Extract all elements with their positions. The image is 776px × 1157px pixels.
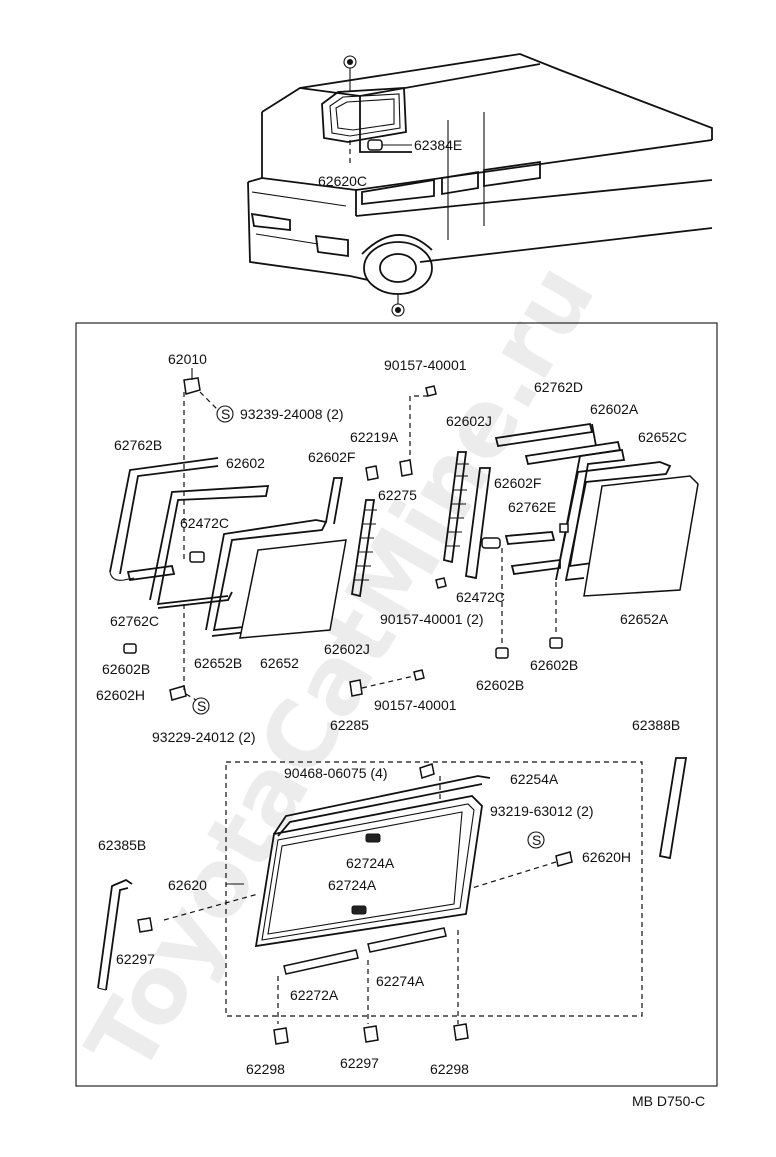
- label-62652B: 62652B: [194, 655, 242, 671]
- label-62652A: 62652A: [620, 611, 669, 627]
- label-62602H: 62602H: [96, 687, 145, 703]
- label-62472C-left: 62472C: [180, 515, 229, 531]
- label-62010: 62010: [168, 351, 207, 367]
- label-62385B: 62385B: [98, 837, 146, 853]
- label-62620C: 62620C: [318, 173, 367, 189]
- label-62620H: 62620H: [582, 849, 631, 865]
- label-62272A: 62272A: [290, 987, 339, 1003]
- label-62652: 62652: [260, 655, 299, 671]
- label-62472C-right: 62472C: [456, 589, 505, 605]
- right-window-assembly: [494, 422, 699, 649]
- label-62388B: 62388B: [632, 717, 680, 733]
- label-62602A: 62602A: [590, 401, 639, 417]
- label-62602J-bottom: 62602J: [324, 641, 370, 657]
- label-62762B: 62762B: [114, 437, 162, 453]
- label-62602B-3: 62602B: [530, 657, 578, 673]
- diagram-code: MB D750-C: [632, 1093, 705, 1109]
- label-62602F-left: 62602F: [308, 449, 355, 465]
- label-62219A: 62219A: [350, 429, 399, 445]
- label-62602J-top: 62602J: [446, 413, 492, 429]
- left-window-assembly: [109, 368, 377, 715]
- label-93229-24012: 93229-24012 (2): [152, 729, 256, 745]
- label-62602B-2: 62602B: [476, 677, 524, 693]
- label-90157-40001-mid: 90157-40001 (2): [380, 611, 484, 627]
- s-symbol-3: S: [532, 832, 541, 848]
- label-62297-bottom: 62297: [340, 1055, 379, 1071]
- s-symbol-1: S: [221, 406, 230, 422]
- label-62275: 62275: [378, 487, 417, 503]
- label-62602B-1: 62602B: [102, 661, 150, 677]
- label-62724A-1: 62724A: [346, 855, 395, 871]
- label-62274A: 62274A: [376, 973, 425, 989]
- label-62285: 62285: [330, 717, 369, 733]
- middle-fasteners: [349, 385, 556, 697]
- label-93219-63012: 93219-63012 (2): [490, 803, 594, 819]
- label-62384E: 62384E: [414, 137, 462, 153]
- label-93239-24008: 93239-24008 (2): [240, 406, 344, 422]
- label-62652C: 62652C: [638, 429, 687, 445]
- label-62254A: 62254A: [510, 771, 559, 787]
- label-62762C: 62762C: [110, 613, 159, 629]
- label-62297-left: 62297: [116, 951, 155, 967]
- detail-frame: [75, 322, 718, 1087]
- label-90157-40001-top: 90157-40001: [384, 357, 467, 373]
- label-90468-06075: 90468-06075 (4): [284, 765, 388, 781]
- label-62602: 62602: [226, 455, 265, 471]
- label-62620: 62620: [168, 877, 207, 893]
- label-62724A-2: 62724A: [328, 877, 377, 893]
- label-62602F-right: 62602F: [494, 475, 541, 491]
- van-illustration: [247, 53, 713, 317]
- label-62762D: 62762D: [534, 379, 583, 395]
- label-62298-left: 62298: [246, 1061, 285, 1077]
- s-symbol-2: S: [197, 698, 206, 714]
- label-62762E: 62762E: [508, 499, 556, 515]
- lower-window-assembly: [97, 757, 688, 1045]
- label-62298-right: 62298: [430, 1061, 469, 1077]
- label-90157-40001-low: 90157-40001: [374, 697, 457, 713]
